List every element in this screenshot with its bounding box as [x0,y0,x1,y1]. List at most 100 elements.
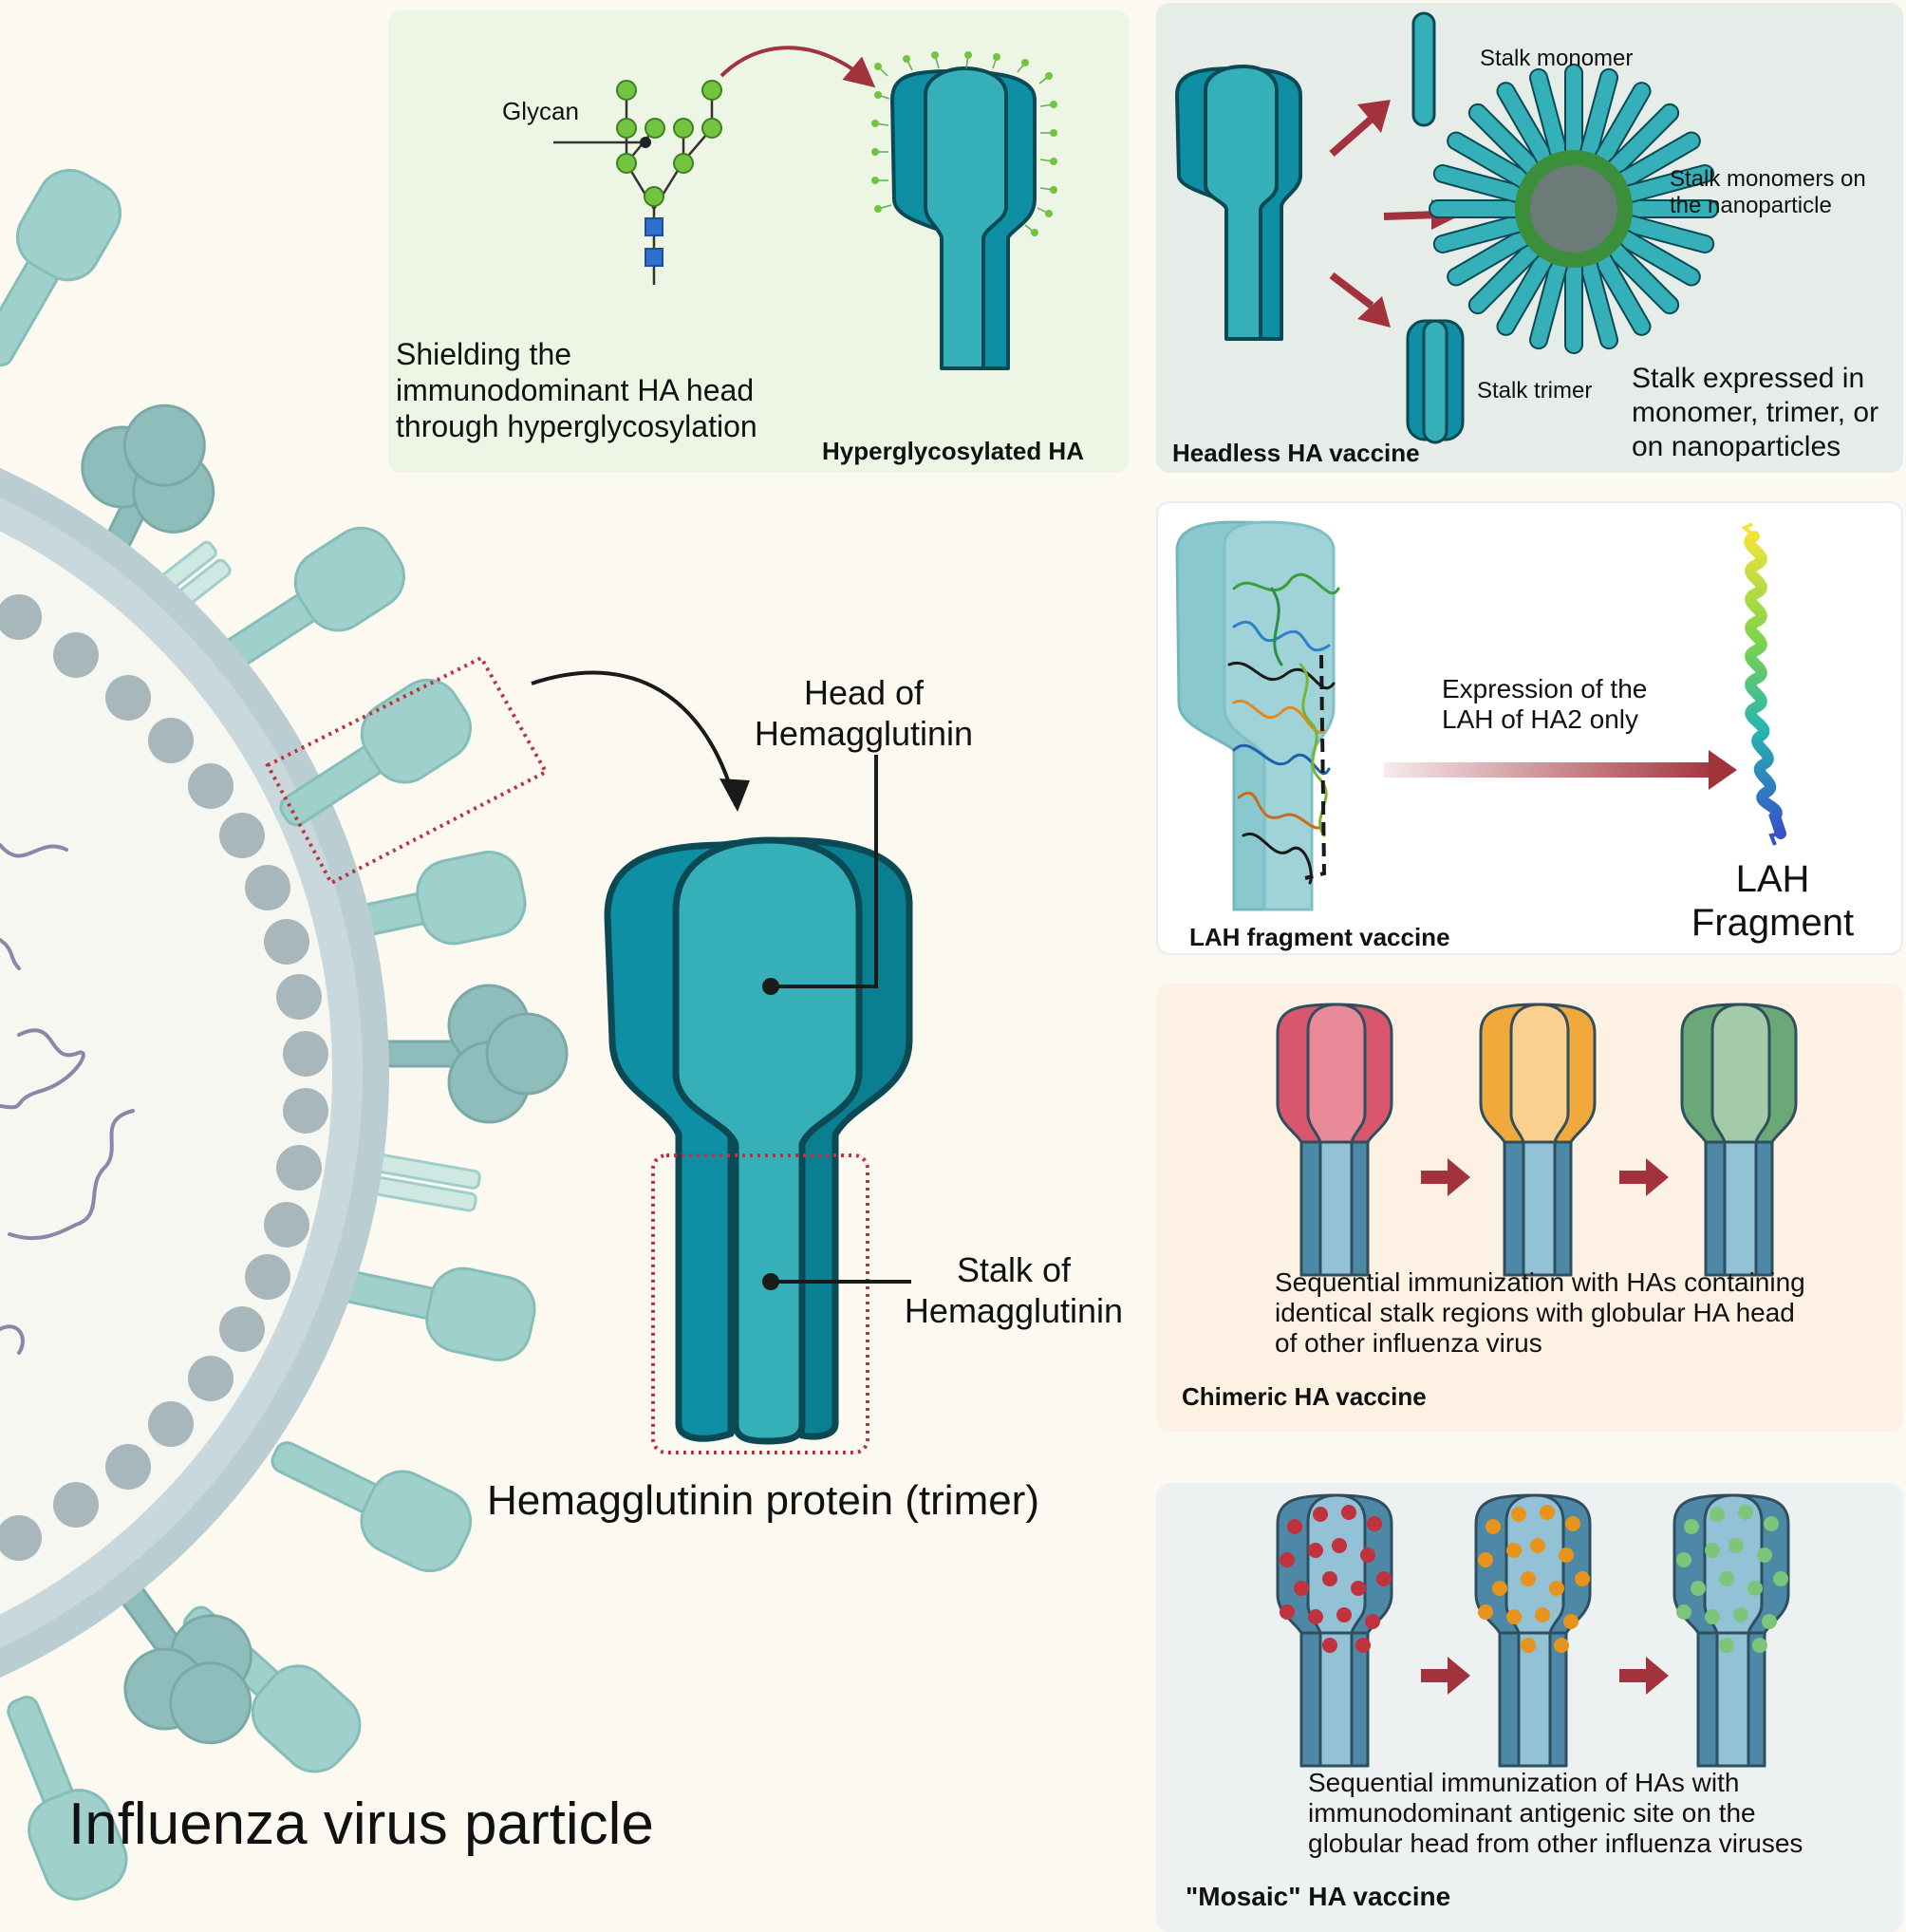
antigenic-site [1521,1638,1536,1653]
antigenic-site [1351,1581,1366,1596]
nanoparticle-core [1530,165,1617,253]
headless-title: Headless HA vaccine [1172,439,1420,467]
virus-title: Influenza virus particle [68,1791,654,1857]
antigenic-site [1486,1519,1501,1534]
nanoparticle-label: Stalk monomers on the nanoparticle [1670,166,1866,218]
antigenic-site [1565,1516,1580,1531]
antigenic-site [1313,1507,1328,1522]
nanoparticle [1429,64,1719,354]
antigenic-site [1287,1519,1302,1534]
stalk-monomer-label: Stalk monomer [1480,46,1634,71]
antigenic-site [1554,1638,1569,1653]
antigenic-site [1719,1571,1734,1586]
antigenic-site [1376,1571,1392,1586]
antigenic-site [1705,1543,1720,1558]
chimeric-ha-1 [1276,1003,1393,1277]
glycan-structure [553,80,722,285]
mosaic-ha-2 [1474,1493,1592,1768]
stalk-trimer [1406,319,1465,444]
antigenic-site [1762,1614,1777,1629]
antigenic-site [1563,1614,1579,1629]
chimeric-ha-3 [1680,1003,1798,1277]
antigenic-site [1705,1609,1720,1624]
antigenic-site [1336,1607,1352,1623]
nanoparticle-monomer [1429,199,1525,218]
antigenic-site [1764,1516,1779,1531]
antigenic-site [1691,1581,1706,1596]
antigenic-site [1308,1543,1323,1558]
antigenic-site [1280,1552,1295,1567]
chimeric-ha-sequence [1276,1003,1798,1277]
antigenic-site [1710,1507,1725,1522]
antigenic-site [1280,1604,1295,1620]
antigenic-site [1294,1581,1309,1596]
glycan-label: Glycan [502,97,579,125]
lah-title: LAH fragment vaccine [1189,923,1450,951]
mosaic-ha-sequence [1276,1493,1790,1768]
chimeric-title: Chimeric HA vaccine [1182,1382,1427,1411]
headless-source-ha [1175,65,1302,341]
mosaic-description: Sequential immunization of HAs with immu… [1308,1768,1803,1858]
antigenic-site [1360,1547,1375,1563]
antigenic-site [1521,1571,1536,1586]
mosaic-ha-3 [1672,1493,1790,1768]
antigenic-site [1308,1609,1323,1624]
hyperglycosylated-description: Shielding the immunodominant HA head thr… [396,337,757,443]
nanoparticle-monomer [1564,257,1583,354]
stalk-monomer [1411,11,1436,127]
sequence-arrow [1619,1158,1669,1196]
antigenic-site [1506,1543,1522,1558]
sequence-arrow [1421,1657,1470,1695]
lah-ha-structure [1175,520,1340,911]
antigenic-site [1747,1581,1763,1596]
antigenic-site [1728,1538,1744,1553]
antigenic-site [1322,1571,1337,1586]
stalk-label: Stalk of Hemagglutinin [904,1250,1124,1331]
antigenic-site [1676,1604,1691,1620]
chimeric-description: Sequential immunization with HAs contain… [1275,1267,1805,1358]
antigenic-site [1492,1581,1507,1596]
mosaic-ha-1 [1276,1493,1393,1768]
headless-description: Stalk expressed in monomer, trimer, or o… [1632,363,1879,462]
antigenic-site [1341,1505,1356,1520]
antigenic-site [1559,1547,1574,1563]
antigenic-site [1478,1604,1493,1620]
antigenic-site [1575,1571,1590,1586]
hyperglycosylated-ha [871,51,1057,370]
protein-title: Hemagglutinin protein (trimer) [487,1477,1039,1524]
lah-helix [1741,522,1786,846]
antigenic-site [1757,1547,1772,1563]
antigenic-site [1676,1552,1691,1567]
hyperglycosylated-title: Hyperglycosylated HA [822,437,1084,465]
antigenic-site [1322,1638,1337,1653]
nanoparticle-monomer [1564,64,1583,160]
zoom-arrow [531,670,738,806]
antigenic-site [1332,1538,1347,1553]
antigenic-site [1506,1609,1522,1624]
mosaic-title: "Mosaic" HA vaccine [1186,1882,1451,1911]
lah-arrow [1384,762,1721,778]
antigenic-site [1773,1571,1788,1586]
antigenic-site [1530,1538,1545,1553]
stalk-frame [651,1154,869,1454]
lah-fragment-label: LAH Fragment [1691,858,1855,944]
antigenic-site [1684,1519,1699,1534]
antigenic-site [1535,1607,1550,1623]
antigenic-site [1733,1607,1748,1623]
antigenic-site [1540,1505,1555,1520]
antigenic-site [1367,1516,1382,1531]
head-label: Head of Hemagglutinin [754,673,974,754]
stalk-trimer-label: Stalk trimer [1477,378,1593,403]
antigenic-site [1549,1581,1564,1596]
virus-particle [0,168,569,1901]
antigenic-site [1355,1638,1371,1653]
antigenic-site [1719,1638,1734,1653]
antigenic-site [1738,1505,1753,1520]
hemagglutinin-trimer [604,836,913,1445]
antigenic-site [1365,1614,1380,1629]
antigenic-site [1478,1552,1493,1567]
chimeric-ha-2 [1479,1003,1597,1277]
sequence-arrow [1619,1657,1669,1695]
lah-expression-label: Expression of the LAH of HA2 only [1442,674,1648,735]
